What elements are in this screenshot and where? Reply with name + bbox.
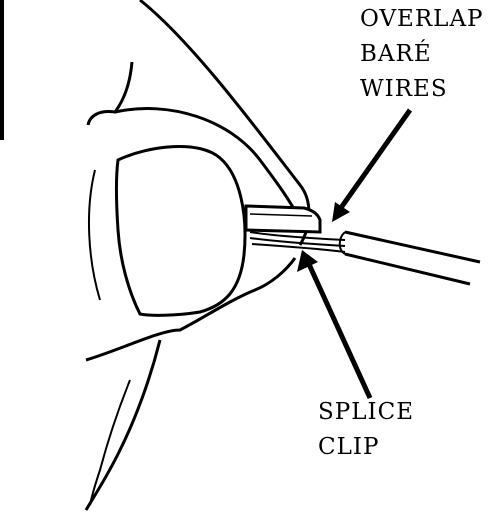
wire-strand [249, 237, 346, 247]
callout-line: OVERLAP [360, 6, 484, 32]
wrist-inner-line [89, 379, 131, 506]
palm-shading-line [87, 169, 101, 301]
splice-clip-icon [244, 204, 322, 234]
pointer-arrow [335, 108, 413, 214]
wire-strand [251, 243, 346, 253]
callout-line: BARÉ [360, 41, 432, 67]
callout-line: WIRES [360, 76, 448, 102]
lower-finger-outline [85, 257, 297, 362]
wire-end-cap [338, 231, 346, 255]
wrist-outline [84, 339, 162, 511]
thumb-illustration [115, 144, 247, 317]
pointer-arrow [305, 260, 373, 400]
callout-line: SPLICE [318, 399, 414, 425]
arrow-head-icon [297, 250, 318, 272]
forefinger-outline [114, 107, 302, 221]
wire-illustration [344, 230, 481, 286]
wire-strand [249, 231, 346, 241]
finger-crease-line [86, 61, 134, 126]
clip-detail-line [249, 213, 313, 217]
overlap-callout: OVERLAP BARÉ WIRES [360, 6, 484, 111]
callout-line: CLIP [318, 434, 380, 460]
arrow-head-icon [332, 202, 350, 222]
splice-clip-callout: SPLICE CLIP [318, 399, 414, 469]
